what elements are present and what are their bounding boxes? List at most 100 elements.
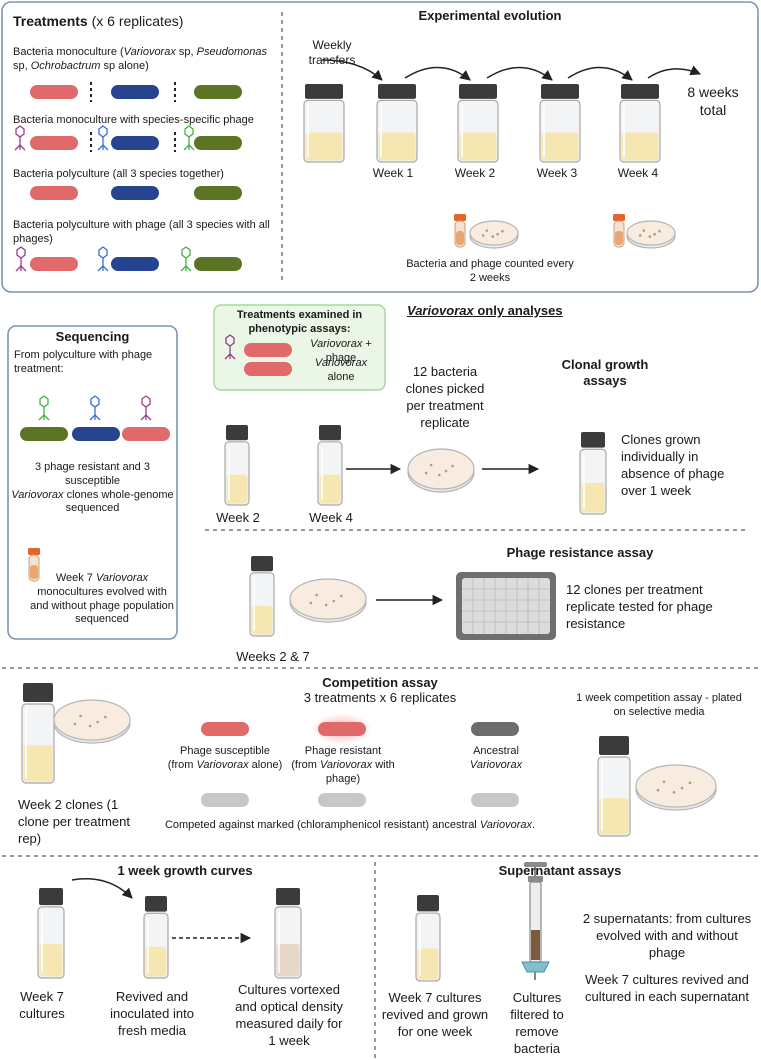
mono-text-b: sp, bbox=[175, 46, 194, 58]
cryo-tube-icon bbox=[28, 548, 40, 582]
resistance-weeks: Weeks 2 & 7 bbox=[236, 649, 310, 664]
arrow bbox=[647, 65, 701, 79]
week-2-label: Week 2 bbox=[454, 166, 496, 180]
cryo-tube-icon bbox=[613, 214, 625, 248]
susc-c: alone) bbox=[248, 758, 283, 771]
bacterium-icon bbox=[194, 186, 242, 200]
supernatant-revived: Week 7 cultures revived and grown for on… bbox=[381, 990, 489, 1039]
vial-icon bbox=[37, 888, 65, 979]
bacterium-icon bbox=[111, 136, 159, 150]
phenotypic-row-2: Variovorax alone bbox=[304, 357, 378, 385]
counted-label: Bacteria and phage counted every 2 weeks bbox=[406, 258, 574, 284]
res-a: Phage resistant bbox=[304, 745, 382, 757]
vial-icon bbox=[143, 896, 169, 979]
phage-icon bbox=[38, 395, 50, 421]
phage-icon bbox=[89, 395, 101, 421]
pheno-species-2: Variovorax bbox=[314, 357, 368, 369]
cryo-tube-icon bbox=[454, 214, 466, 248]
bacterium-icon bbox=[72, 427, 120, 441]
bacterium-icon bbox=[111, 85, 159, 99]
pheno-rest-1: + phage bbox=[325, 338, 372, 364]
growth-revived: Revived and inoculated into fresh media bbox=[110, 989, 194, 1038]
sequencing-population: Week 7 Variovorax monocultures evolved w… bbox=[28, 572, 176, 627]
bacterium-icon bbox=[318, 793, 366, 807]
arrow bbox=[71, 878, 133, 899]
growth-vortexed: Cultures vortexed and optical density me… bbox=[235, 982, 343, 1048]
bacterium-icon bbox=[30, 186, 78, 200]
supernatant-title: Supernatant assays bbox=[498, 863, 622, 878]
pop-text-a: Week 7 bbox=[55, 572, 96, 584]
mono-species-2: Pseudomonas bbox=[196, 46, 267, 58]
pheno-species-1: Variovorax bbox=[310, 338, 363, 350]
week-2-vial-label: Week 2 bbox=[216, 510, 260, 525]
vial-icon bbox=[303, 84, 345, 163]
vial-icon bbox=[224, 425, 250, 506]
bacterium-icon bbox=[111, 257, 159, 271]
supernatant-filtered: Cultures filtered to remove bacteria bbox=[510, 990, 564, 1056]
mono-text-d: sp alone) bbox=[100, 59, 149, 72]
petri-dish-icon bbox=[407, 448, 475, 493]
petri-dish-icon bbox=[53, 699, 131, 744]
anc-species: Variovorax bbox=[469, 758, 523, 771]
bacterium-icon bbox=[111, 186, 159, 200]
bacterium-icon bbox=[194, 85, 242, 99]
phage-icon bbox=[15, 246, 27, 272]
vial-icon bbox=[415, 895, 441, 982]
growth-title: 1 week growth curves bbox=[117, 863, 253, 878]
res-b: (from bbox=[291, 758, 320, 771]
pop-text-b: monocultures evolved with and without ph… bbox=[30, 585, 174, 626]
poly-label: Bacteria polyculture (all 3 species toge… bbox=[13, 168, 224, 180]
phage-icon bbox=[14, 125, 26, 151]
phage-icon bbox=[140, 395, 152, 421]
poly-phage-label: Bacteria polyculture with phage (all 3 s… bbox=[13, 219, 270, 245]
week-4-label: Week 4 bbox=[617, 166, 659, 180]
bacterium-icon bbox=[122, 427, 170, 441]
weekly-transfers-label: Weekly transfers bbox=[308, 38, 356, 67]
susceptible-label: Phage susceptible(from Variovorax alone) bbox=[160, 745, 290, 773]
vial-icon bbox=[457, 84, 499, 163]
variovorax-title-species: Variovorax bbox=[407, 303, 474, 318]
pheno-rest-2: alone bbox=[327, 370, 355, 383]
phage-icon bbox=[183, 125, 195, 151]
variovorax-title-rest: only analyses bbox=[473, 303, 563, 318]
arrow bbox=[567, 66, 633, 81]
resistance-text: 12 clones per treatment replicate tested… bbox=[566, 582, 713, 631]
week-4-vial-label: Week 4 bbox=[309, 510, 353, 525]
competition-week-text: 1 week competition assay - plated on sel… bbox=[576, 692, 742, 718]
phenotypic-title: Treatments examined in phenotypic assays… bbox=[236, 309, 363, 335]
phage-icon bbox=[97, 125, 109, 151]
bacterium-icon bbox=[30, 257, 78, 271]
resistant-bacterium-icon bbox=[318, 722, 366, 736]
bacterium-icon bbox=[30, 136, 78, 150]
supernatant-cultured: Week 7 cultures revived and cultured in … bbox=[584, 972, 750, 1004]
vial-icon bbox=[579, 432, 607, 515]
mono-phage-label: Bacteria monoculture with species-specif… bbox=[13, 114, 254, 126]
susc-b: (from bbox=[167, 758, 197, 771]
vial-icon bbox=[317, 425, 343, 506]
mono-species-3: Ochrobactrum bbox=[30, 59, 101, 72]
treatments-title-suffix: (x 6 replicates) bbox=[87, 13, 184, 29]
mono-species-1: Variovorax bbox=[123, 46, 176, 58]
competition-clones: Week 2 clones (1 clone per treatment rep… bbox=[18, 797, 131, 846]
weeks-total-label: 8 weeks total bbox=[687, 84, 739, 119]
treatments-heading: Treatments (x 6 replicates) bbox=[13, 13, 183, 31]
bacterium-icon bbox=[471, 793, 519, 807]
clones-text-b: clones whole-genome sequenced bbox=[63, 488, 174, 515]
resistant-label: Phage resistant(from Variovorax with pha… bbox=[290, 745, 396, 786]
competed-label: Competed against marked (chloramphenicol… bbox=[150, 819, 550, 833]
clonal-text: Clones grown individually in absence of … bbox=[621, 432, 725, 498]
bacterium-icon bbox=[244, 343, 292, 357]
mono-text-c: sp, bbox=[13, 59, 31, 72]
pop-species: Variovorax bbox=[95, 572, 149, 584]
competed-species: Variovorax bbox=[479, 819, 532, 831]
square-plate bbox=[456, 572, 556, 640]
anc-a: Ancestral bbox=[473, 745, 519, 757]
phage-icon bbox=[224, 334, 236, 360]
sequencing-panel bbox=[7, 325, 178, 640]
bacterium-icon bbox=[201, 722, 249, 736]
arrow bbox=[486, 66, 553, 81]
vial-icon bbox=[597, 736, 631, 837]
treatments-panel bbox=[1, 1, 759, 293]
